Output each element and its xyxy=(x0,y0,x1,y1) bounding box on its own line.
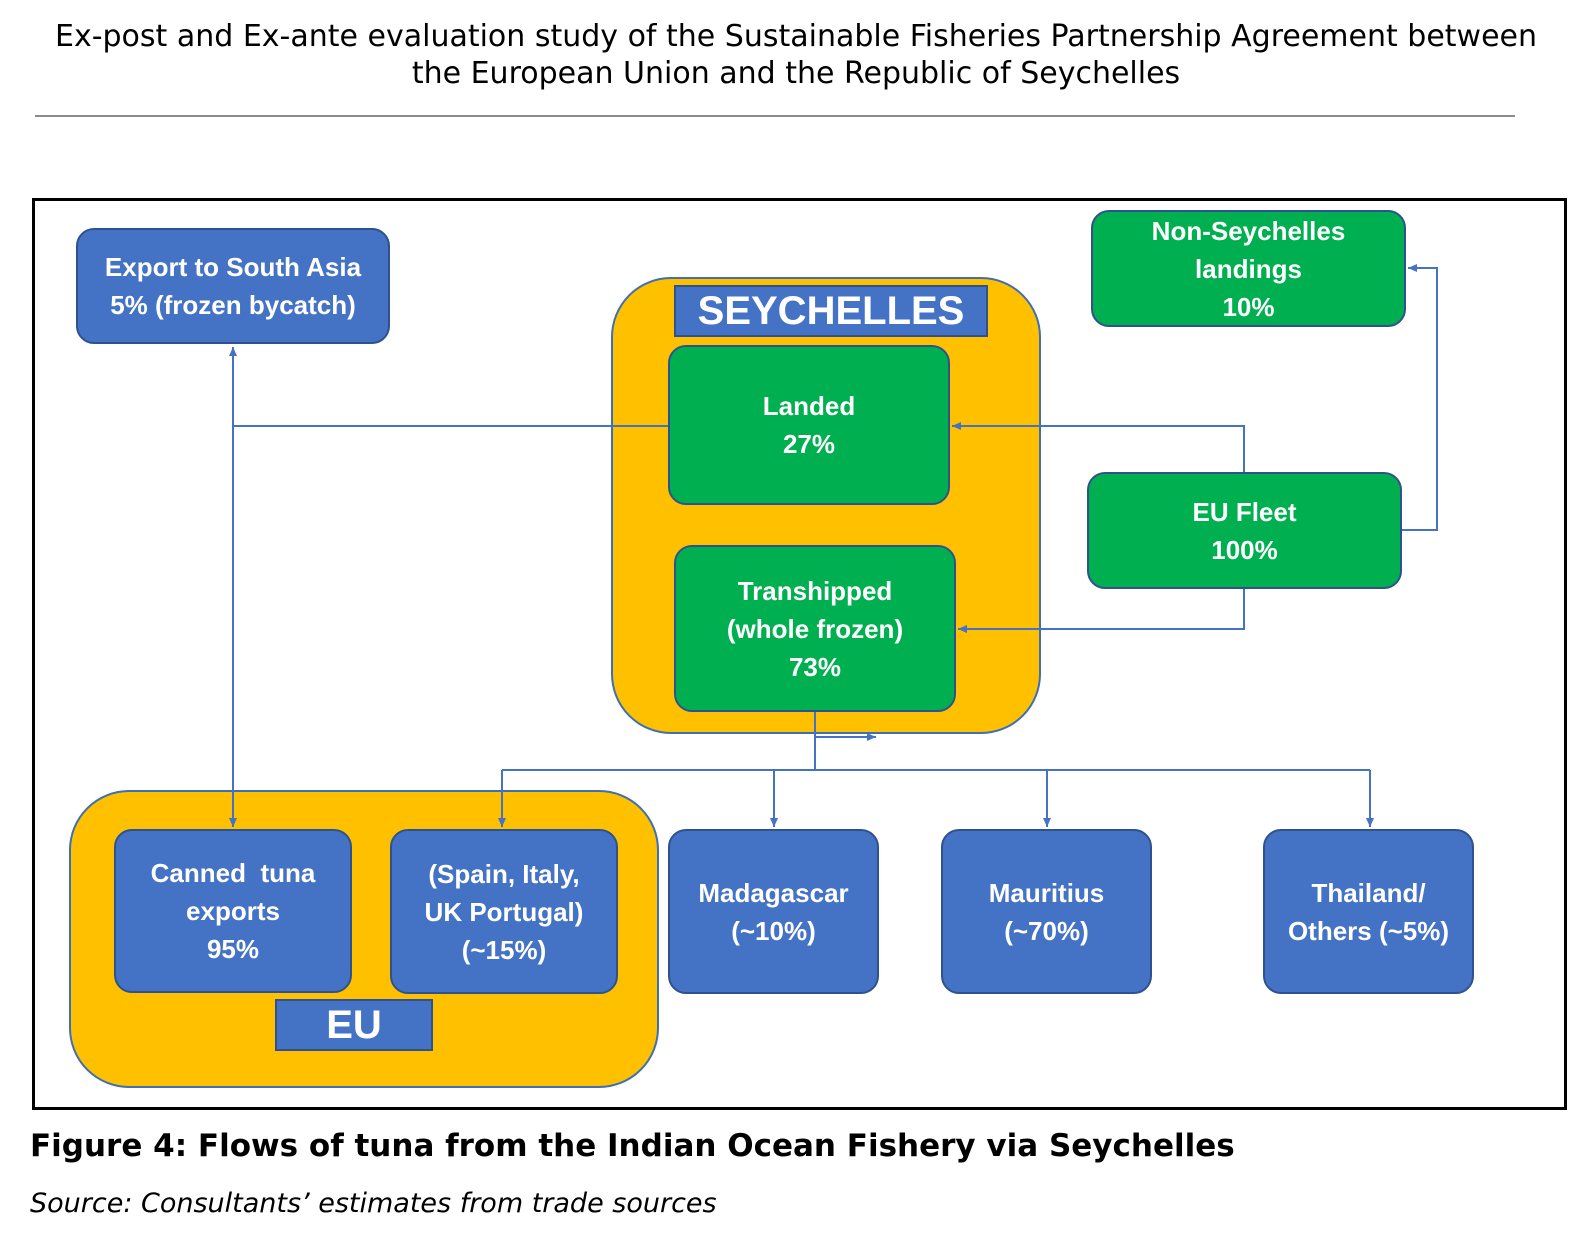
thailand-line1: Thailand/ xyxy=(1311,877,1426,908)
transhipped-line2: (whole frozen) xyxy=(726,613,904,644)
mauritius-line2: (~70%) xyxy=(1004,915,1089,946)
mauritius-box: Mauritius (~70%) xyxy=(941,829,1152,994)
madagascar-line1: Madagascar xyxy=(698,877,849,908)
canned-tuna-line3: 95% xyxy=(206,934,260,964)
canned-tuna-line2: exports xyxy=(186,896,280,926)
thailand-line2: Others (~5%) xyxy=(1287,915,1450,946)
eu-label-text: EU xyxy=(326,1002,382,1047)
non-seychelles-landings-box: Non-Seychelles landings 10% xyxy=(1091,210,1406,327)
figure-caption: Figure 4: Flows of tuna from the Indian … xyxy=(30,1128,1235,1164)
seychelles-label: SEYCHELLES xyxy=(674,285,988,337)
canned-tuna-box: Canned tuna exports 95% xyxy=(114,829,352,993)
transhipped-line1: Transhipped xyxy=(737,575,893,606)
header-line-1: Ex-post and Ex-ante evaluation study of … xyxy=(54,19,1537,54)
figure-frame xyxy=(32,198,1567,1110)
export-south-asia-box: Export to South Asia 5% (frozen bycatch) xyxy=(76,228,390,344)
non-seychelles-line1: Non-Seychelles xyxy=(1151,215,1346,246)
document-header: Ex-post and Ex-ante evaluation study of … xyxy=(0,18,1592,92)
thailand-box: Thailand/ Others (~5%) xyxy=(1263,829,1474,994)
export-south-asia-line2: 5% (frozen bycatch) xyxy=(110,290,356,320)
spain-italy-line1: (Spain, Italy, xyxy=(428,858,580,889)
spain-italy-box: (Spain, Italy, UK Portugal) (~15%) xyxy=(390,829,618,994)
mauritius-line1: Mauritius xyxy=(988,877,1105,908)
figure-source: Source: Consultants’ estimates from trad… xyxy=(30,1188,717,1219)
landed-line1: Landed xyxy=(762,391,856,421)
eu-fleet-line2: 100% xyxy=(1211,534,1278,565)
transhipped-line3: 73% xyxy=(788,651,842,682)
canned-tuna-line1: Canned tuna xyxy=(150,858,316,888)
eu-fleet-box: EU Fleet 100% xyxy=(1087,472,1402,589)
eu-label: EU xyxy=(275,999,433,1051)
madagascar-line2: (~10%) xyxy=(731,915,816,946)
landed-box: Landed 27% xyxy=(668,345,950,505)
eu-fleet-line1: EU Fleet xyxy=(1192,496,1297,527)
landed-line2: 27% xyxy=(782,429,836,459)
transhipped-box: Transhipped (whole frozen) 73% xyxy=(674,545,956,712)
header-line-2: the European Union and the Republic of S… xyxy=(411,56,1181,91)
madagascar-box: Madagascar (~10%) xyxy=(668,829,879,994)
non-seychelles-line2: landings xyxy=(1195,253,1302,284)
spain-italy-line2: UK Portugal) xyxy=(424,896,584,927)
spain-italy-line3: (~15%) xyxy=(461,934,547,965)
seychelles-label-text: SEYCHELLES xyxy=(697,288,965,333)
export-south-asia-line1: Export to South Asia xyxy=(104,252,362,282)
header-rule xyxy=(35,115,1515,117)
non-seychelles-line3: 10% xyxy=(1222,291,1275,322)
